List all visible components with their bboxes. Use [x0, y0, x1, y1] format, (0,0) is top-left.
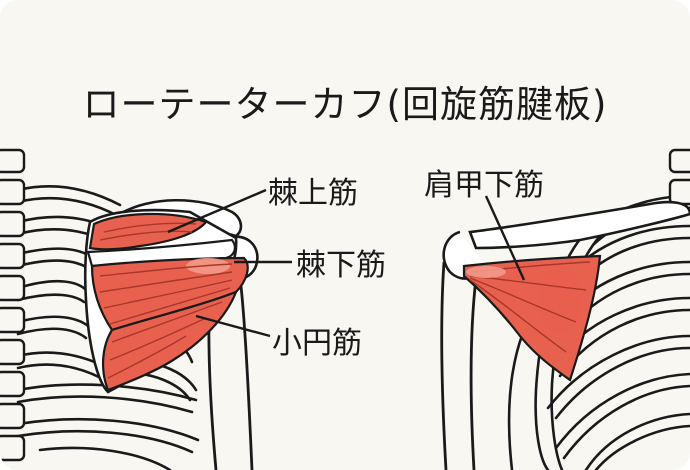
infraspinatus-fibers	[99, 263, 233, 379]
right-humerus	[440, 261, 478, 470]
supraspinatus-label: 棘上筋	[268, 176, 358, 211]
diagram-title: ローテーターカフ(回旋筋腱板)	[82, 83, 608, 126]
leader-line-right	[484, 195, 526, 281]
infraspinatus-label: 棘下筋	[296, 248, 386, 283]
subscapularis-label: 肩甲下筋	[424, 168, 544, 203]
teres-minor-muscle	[101, 290, 238, 392]
spine	[0, 148, 26, 462]
leader-lines-left	[167, 188, 292, 338]
teres-minor-label: 小円筋	[272, 326, 362, 361]
sternum	[668, 148, 690, 206]
